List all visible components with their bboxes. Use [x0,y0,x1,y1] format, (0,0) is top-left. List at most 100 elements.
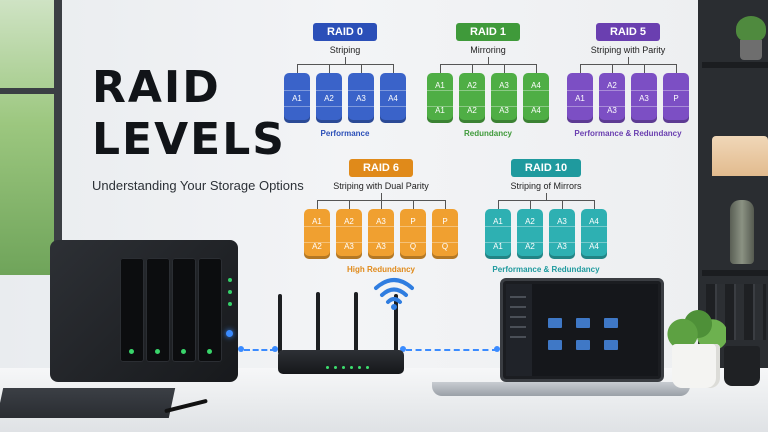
tree-drop [594,200,595,209]
router-antenna [394,294,398,354]
sidebar-row [510,326,526,328]
router-antenna [278,294,282,354]
tree-drop [498,200,499,209]
disk: A1 [567,73,593,123]
disk-block-label: P [410,217,416,226]
router-led [366,366,369,369]
mug [724,346,760,386]
tree-drop [504,64,505,73]
disk-block-label: P [673,93,679,103]
tree-drop [440,64,441,73]
status-led [228,278,232,282]
disk: A2 [316,73,342,123]
tree-drop [445,200,446,209]
folder-icon [548,318,562,328]
nas-device [50,240,238,382]
connection-line [244,349,276,351]
router-led [358,366,361,369]
raid-label: RAID 5 [595,23,661,41]
router-antenna [316,292,320,352]
disk-block-label: A1 [435,81,445,90]
disk-block-label: A2 [467,106,477,115]
raid-description: Striping with Dual Parity [333,181,429,191]
tree-drop [612,64,613,73]
drive-bay [120,258,144,362]
tree-drop [562,200,563,209]
connection-dot [400,346,406,352]
raid-benefit: High Redundancy [346,265,415,274]
tree-drop [349,200,350,209]
raid-tree-lines [427,57,549,73]
folder-icon [604,340,618,350]
raid-description: Striping of Mirrors [510,181,582,191]
file-manager-sidebar [506,284,532,376]
disk-block-label: A1 [435,106,445,115]
disk: P [663,73,689,123]
raid-label: RAID 1 [455,23,521,41]
drive-led [155,349,160,354]
disk-block-label: P [442,217,448,226]
disk-block-label: A3 [607,106,617,115]
power-led [226,330,233,337]
drive-bay [198,258,222,362]
tree-drop [580,64,581,73]
tree-drop [676,64,677,73]
disk-block-label: A2 [312,242,322,251]
lamp-shade [712,136,768,176]
disk-block-label: A3 [557,242,567,251]
router-led [326,366,329,369]
disk-block-label: A3 [557,217,567,226]
tree-drop [381,200,382,209]
disk-block-label: A1 [312,217,322,226]
status-led [228,302,232,306]
raid-tree-lines [567,57,689,73]
status-led [228,290,232,294]
desk-plant [664,310,726,350]
raid-tree-lines [304,193,458,209]
disk-block-label: A3 [376,217,386,226]
window [0,0,62,275]
folder-icon [548,340,562,350]
raid-benefit: Performance [320,129,370,138]
tree-stem [345,57,346,65]
disk-block-label: A3 [499,106,509,115]
tree-drop [530,200,531,209]
tree-drop [393,64,394,73]
drive-led [129,349,134,354]
tree-drop [329,64,330,73]
sidebar-row [510,316,526,318]
disk-block-label: A3 [356,93,366,103]
disk-block-label: A1 [493,242,503,251]
disk-block-label: A4 [531,81,541,90]
shelf-plant [736,16,766,42]
tree-drop [644,64,645,73]
raid-description: Mirroring [470,45,506,55]
shelf [702,270,768,276]
disk-block-label: A2 [525,217,535,226]
connection-dot [238,346,244,352]
tree-drop [361,64,362,73]
raid-description: Striping with Parity [590,45,666,55]
folder-icon [576,340,590,350]
lamp-base [730,200,754,264]
shelf-plant-pot [740,40,762,60]
drive-led [181,349,186,354]
raid-tree-lines [284,57,406,73]
